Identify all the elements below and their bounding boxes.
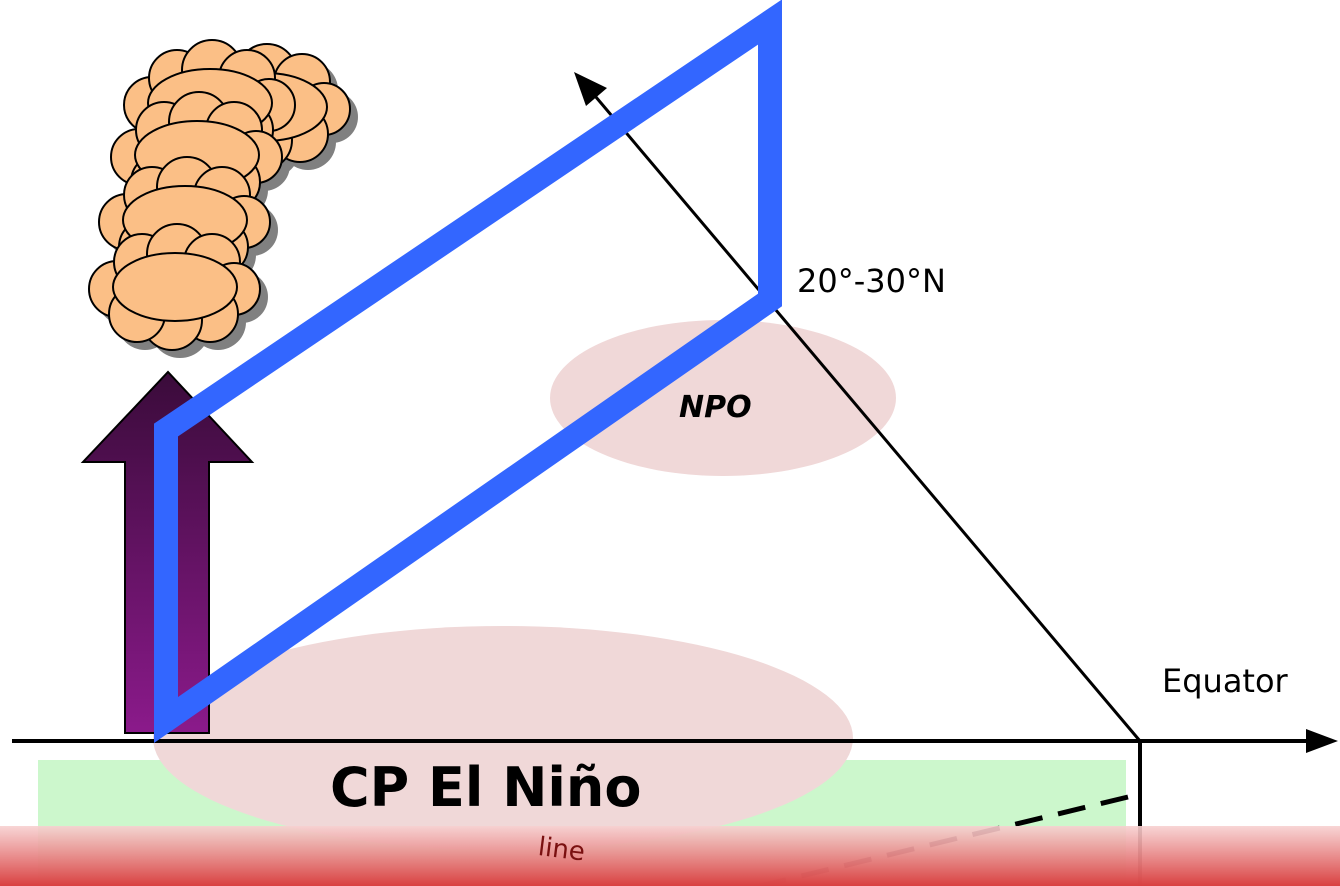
equator-label: Equator	[1162, 662, 1288, 700]
cp-el-nino-anomaly	[153, 626, 853, 850]
cloud-cluster-icon	[88, 39, 358, 358]
latitude-band-label: 20°-30°N	[797, 262, 946, 300]
npo-label: NPO	[679, 390, 752, 425]
npo-anomaly	[550, 320, 896, 476]
thermocline-label: line	[536, 832, 587, 868]
equator-arrowhead-icon	[1306, 729, 1338, 753]
circulation-cell	[154, 0, 782, 743]
cp-el-nino-label: CP El Niño	[330, 756, 642, 819]
meridional-axis-arrowhead-icon	[574, 72, 607, 106]
bottom-band	[0, 826, 1340, 886]
meridional-axis	[588, 89, 1142, 742]
